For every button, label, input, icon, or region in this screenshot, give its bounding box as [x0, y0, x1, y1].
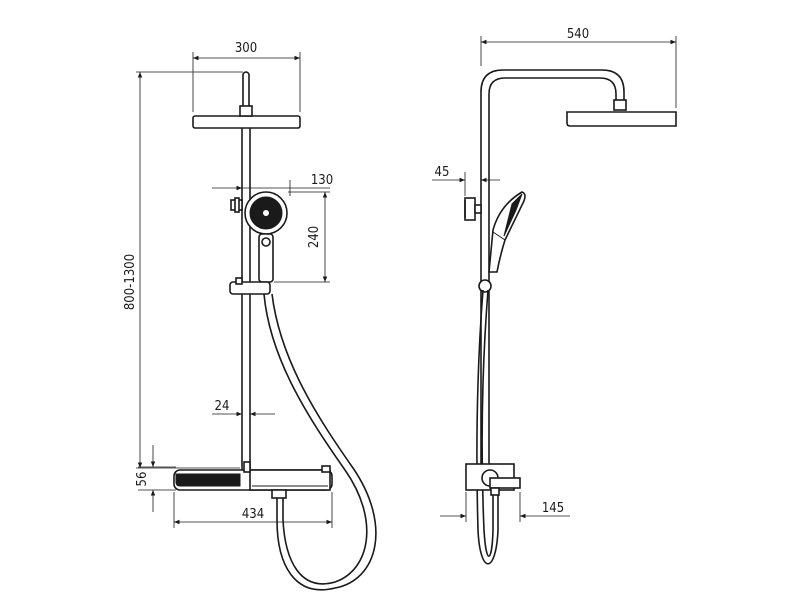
side-thermostatic-shelf: [465, 463, 521, 496]
label-handshower-offset: 130: [311, 173, 333, 188]
front-wall-bracket: [230, 197, 243, 213]
front-overhead-shower-head: [192, 71, 301, 129]
label-total-depth: 540: [567, 27, 589, 42]
front-view: 300 800-1300 130 240 24: [123, 41, 377, 591]
dim-handshower-length: 240: [274, 191, 330, 283]
side-hand-shower: [488, 191, 526, 273]
front-shower-hose: [263, 293, 368, 585]
label-shelf-depth: 145: [542, 501, 564, 516]
side-wall-bracket: [464, 197, 482, 221]
dim-shelf-width: 434: [173, 492, 333, 528]
label-head-width: 300: [235, 41, 257, 56]
label-rail-diameter: 24: [215, 399, 230, 414]
label-shelf-width: 434: [242, 507, 264, 522]
side-riser-pipe: [480, 69, 627, 470]
dim-handshower-offset: 130: [212, 173, 333, 196]
front-hand-shower: [244, 191, 288, 283]
dim-shelf-depth: 145: [440, 492, 570, 522]
front-slider-holder: [229, 277, 271, 295]
dim-total-depth: 540: [480, 27, 677, 108]
dim-wall-bracket-offset: 45: [432, 165, 500, 196]
front-thermostatic-shelf: [173, 461, 333, 499]
side-overhead-shower-head: [566, 111, 677, 127]
dim-head-width: 300: [192, 41, 301, 112]
label-shelf-height: 56: [135, 472, 150, 487]
dim-rail-diameter: 24: [212, 399, 275, 417]
label-wall-bracket-offset: 45: [435, 165, 450, 180]
label-handshower-length: 240: [307, 226, 322, 248]
side-view: 540 45 145: [432, 27, 677, 565]
dim-shelf-height: 56: [135, 445, 176, 512]
front-vertical-rail: [241, 128, 251, 470]
dim-height-range: 800-1300: [123, 71, 243, 469]
label-height-range: 800-1300: [123, 254, 138, 310]
side-shower-hose: [476, 289, 499, 565]
side-slider-knob: [478, 279, 492, 293]
